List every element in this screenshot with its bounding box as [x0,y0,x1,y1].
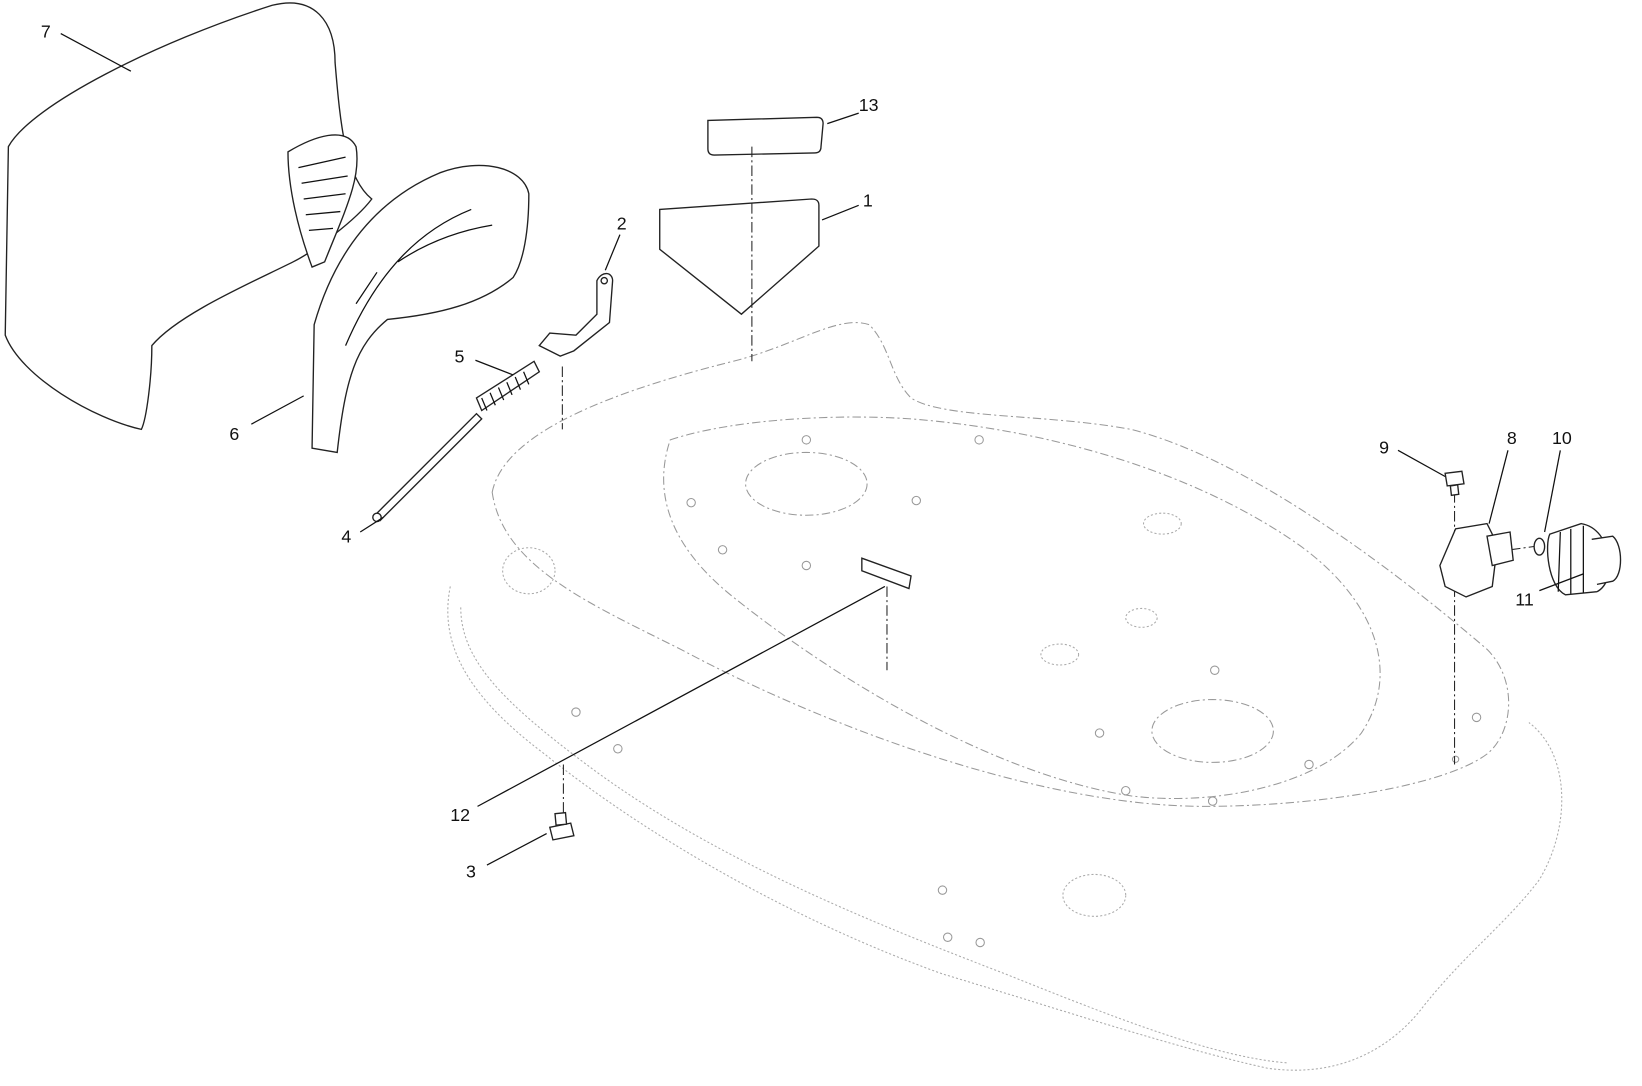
part-10-o-ring [1533,537,1546,556]
callout-7: 7 [41,22,132,72]
svg-text:7: 7 [41,22,51,42]
callout-8: 8 [1488,428,1517,524]
part-1-decal [659,198,820,316]
part-2-bracket [538,272,614,357]
svg-text:8: 8 [1507,428,1517,448]
callout-5: 5 [454,346,514,376]
callout-4: 4 [341,516,384,546]
svg-text:1: 1 [863,190,873,210]
svg-text:12: 12 [450,805,470,825]
mower-deck [447,322,1563,1071]
callout-11: 11 [1515,573,1584,609]
part-4-rod [372,412,483,523]
callout-9: 9 [1379,437,1446,478]
part-5-spring [475,360,541,412]
svg-text:13: 13 [859,95,879,115]
svg-text:11: 11 [1515,589,1534,609]
part-6-deflector [311,164,530,454]
callout-1: 1 [821,190,873,221]
part-13-decal [707,116,824,156]
part-8-elbow-fitting [1439,522,1514,598]
callout-12: 12 [450,585,886,825]
part-12-decal [861,557,912,590]
part-11-cap [1546,522,1622,596]
svg-text:5: 5 [454,346,464,366]
svg-text:4: 4 [341,526,351,546]
svg-text:6: 6 [229,424,239,444]
callout-2: 2 [604,213,627,271]
part-3-bolt [548,811,575,841]
svg-text:2: 2 [617,213,627,233]
callouts: 1 2 3 4 5 6 7 8 9 10 11 12 13 [41,22,1584,882]
svg-text:9: 9 [1379,437,1389,457]
callout-13: 13 [827,95,879,125]
part-9-bolt [1444,470,1465,497]
spindle-hole-left [745,451,868,516]
spindle-hole-right [1151,699,1274,763]
svg-text:10: 10 [1552,428,1572,448]
callout-3: 3 [466,833,547,882]
svg-text:3: 3 [466,862,476,882]
part-7-discharge-chute [4,2,373,431]
callout-10: 10 [1543,428,1572,533]
callout-6: 6 [229,395,304,444]
